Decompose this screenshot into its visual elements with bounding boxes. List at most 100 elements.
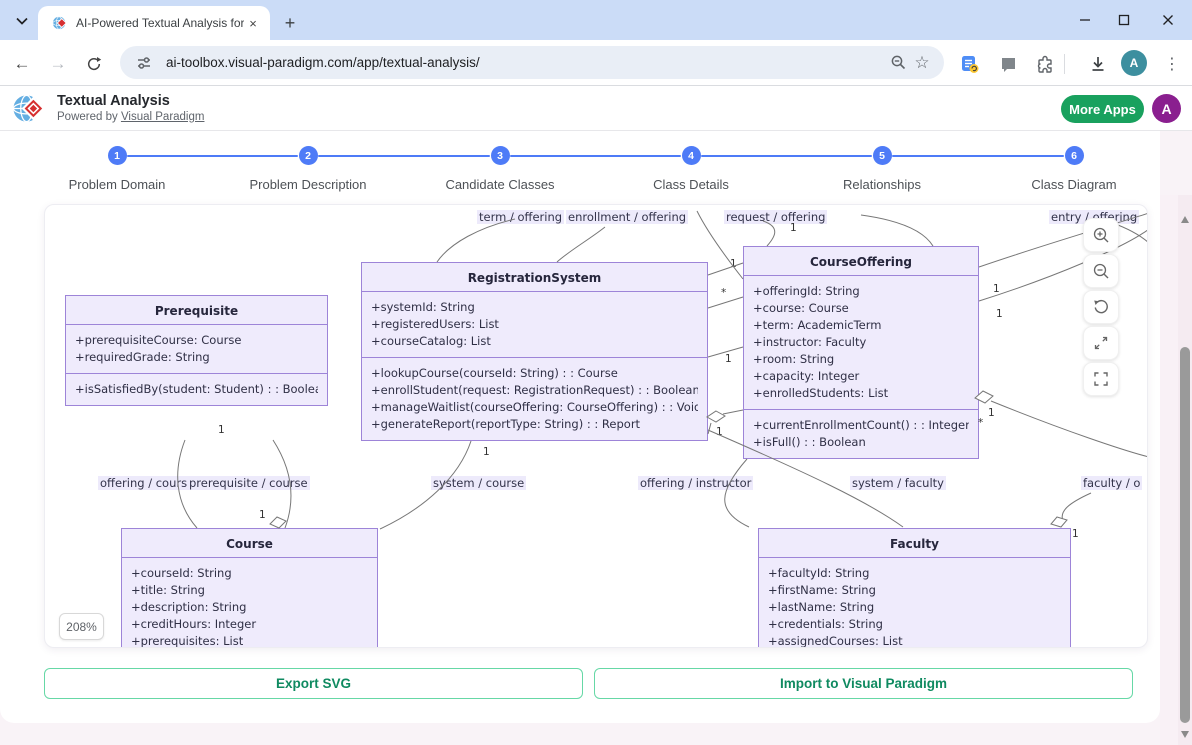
uml-attribute-row: +prerequisiteCourse: Course [75, 333, 242, 347]
downloads-icon[interactable] [1084, 50, 1112, 78]
fullscreen-button[interactable] [1083, 362, 1119, 396]
uml-attribute-row: +facultyId: String [768, 566, 870, 580]
uml-attribute-row: +term: AcademicTerm [753, 318, 882, 332]
zoom-in-button[interactable] [1083, 218, 1119, 252]
edge-label: offering / instructor [638, 476, 754, 490]
uml-method-row: +currentEnrollmentCount() : : Integer [753, 418, 969, 432]
uml-attribute-row: +enrolledStudents: List [753, 386, 889, 400]
uml-class-courseoffering[interactable]: CourseOffering+offeringId: String+course… [743, 246, 979, 459]
edge-label: system / course [431, 476, 527, 490]
step-circle-6[interactable]: 6 [1064, 146, 1084, 165]
reload-button[interactable] [80, 50, 108, 78]
zoom-out-icon [1093, 263, 1109, 279]
aggregation-diamond [1050, 516, 1068, 528]
uml-method-row: +isFull() : : Boolean [753, 435, 866, 449]
uml-attribute-row: +room: String [753, 352, 835, 366]
more-apps-button[interactable]: More Apps [1061, 95, 1144, 123]
back-button[interactable]: ← [13, 54, 31, 73]
class-diagram-canvas[interactable]: Prerequisite+prerequisiteCourse: Course+… [44, 204, 1148, 648]
browser-menu-icon[interactable]: ⋮ [1164, 56, 1180, 73]
uml-attribute-row: +systemId: String [371, 300, 475, 314]
reset-rotate-icon [1094, 299, 1108, 314]
stepper-connector [892, 154, 1064, 157]
browser-tab[interactable]: AI-Powered Textual Analysis for × [38, 6, 270, 40]
uml-attribute-row: +instructor: Faculty [753, 335, 867, 349]
forward-button[interactable]: → [49, 54, 67, 73]
multiplicity-label: 1 [730, 258, 737, 270]
close-icon [1163, 15, 1173, 25]
edge-label: request / offering [724, 210, 828, 224]
stepper-connector [127, 154, 298, 157]
uml-method-row: +lookupCourse(courseId: String) : : Cour… [371, 366, 618, 380]
uml-attribute-row: +credentials: String [768, 617, 883, 631]
bookmark-star-icon[interactable]: ☆ [914, 52, 930, 72]
tab-search-chevron-button[interactable] [8, 8, 36, 34]
multiplicity-label: 1 [993, 283, 1000, 295]
reload-icon [87, 57, 102, 71]
uml-class-title: Course [226, 537, 273, 551]
stepper-connector [510, 154, 681, 157]
scrollbar-down-arrow[interactable] [1181, 731, 1189, 738]
import-to-visual-paradigm-button[interactable]: Import to Visual Paradigm [594, 668, 1133, 699]
window-maximize-button[interactable] [1102, 0, 1146, 40]
aggregation-diamond [706, 410, 726, 423]
uml-methods-section: +currentEnrollmentCount() : : Integer +is… [744, 409, 978, 458]
uml-class-prerequisite[interactable]: Prerequisite+prerequisiteCourse: Course+… [65, 295, 328, 406]
uml-attribute-row: +title: String [131, 583, 205, 597]
scrollbar-thumb[interactable] [1180, 347, 1190, 723]
uml-class-title: Prerequisite [154, 304, 239, 318]
uml-class-title: RegistrationSystem [467, 271, 602, 285]
uml-attribute-row: +registeredUsers: List [371, 317, 499, 331]
translate-icon[interactable] [956, 50, 984, 78]
tab-close-icon[interactable]: × [249, 15, 257, 31]
browser-profile-avatar[interactable]: A [1121, 50, 1147, 76]
visual-paradigm-favicon [52, 16, 67, 30]
step-label-candidate-classes: Candidate Classes [445, 177, 555, 192]
edge-label: system / faculty [850, 476, 946, 490]
uml-attribute-row: +requiredGrade: String [75, 350, 210, 364]
multiplicity-label: * [978, 417, 984, 429]
account-avatar[interactable]: A [1152, 94, 1181, 123]
uml-attribute-row: +offeringId: String [753, 284, 860, 298]
edge-label: term / offering [477, 210, 565, 224]
uml-attributes-section: +courseId: String+title: String+descript… [122, 557, 377, 647]
edge-label: prerequisite / course [187, 476, 310, 490]
scrollbar-up-arrow[interactable] [1181, 216, 1189, 223]
fit-to-screen-button[interactable] [1083, 326, 1119, 360]
window-close-button[interactable] [1146, 0, 1190, 40]
uml-attributes-section: +facultyId: String+firstName: String+las… [759, 557, 1070, 647]
visual-paradigm-link[interactable]: Visual Paradigm [120, 111, 205, 123]
url-bar[interactable]: ai-toolbox.visual-paradigm.com/app/textu… [120, 46, 944, 79]
uml-class-faculty[interactable]: Faculty+facultyId: String+firstName: Str… [758, 528, 1071, 647]
uml-attributes-section: +prerequisiteCourse: Course +requiredGrad… [66, 324, 327, 373]
tab-title: AI-Powered Textual Analysis for [76, 16, 244, 30]
step-circle-1[interactable]: 1 [107, 146, 127, 165]
step-circle-2[interactable]: 2 [298, 146, 318, 165]
zoom-out-button[interactable] [1083, 254, 1119, 288]
site-settings-icon[interactable] [132, 51, 156, 75]
edge-label: enrollment / offering [566, 210, 689, 224]
step-circle-4[interactable]: 4 [681, 146, 701, 165]
zoom-in-icon [1093, 227, 1109, 243]
multiplicity-label: 1 [725, 353, 732, 365]
window-minimize-button[interactable] [1063, 0, 1107, 40]
url-text[interactable]: ai-toolbox.visual-paradigm.com/app/textu… [166, 55, 480, 70]
export-svg-button[interactable]: Export SVG [44, 668, 583, 699]
reset-view-button[interactable] [1083, 290, 1119, 324]
multiplicity-label: 1 [218, 424, 225, 436]
side-panel-icon[interactable] [994, 50, 1022, 78]
extensions-puzzle-icon[interactable] [1031, 50, 1059, 78]
new-tab-button[interactable]: + [284, 12, 296, 33]
step-circle-5[interactable]: 5 [872, 146, 892, 165]
uml-class-registrationsystem[interactable]: RegistrationSystem +systemId: String +regi… [361, 262, 708, 441]
uml-class-course[interactable]: Course +courseId: String+title: String+de… [121, 528, 378, 647]
zoom-level-badge: 208% [59, 613, 104, 640]
step-circle-3[interactable]: 3 [490, 146, 510, 165]
uml-attribute-row: +description: String [131, 600, 247, 614]
uml-attribute-row: +creditHours: Integer [131, 617, 257, 631]
app-header: Textual Analysis Powered by Visual Parad… [0, 86, 1192, 131]
page-zoom-icon[interactable] [886, 51, 910, 75]
uml-attribute-row: +course: Course [753, 301, 849, 315]
